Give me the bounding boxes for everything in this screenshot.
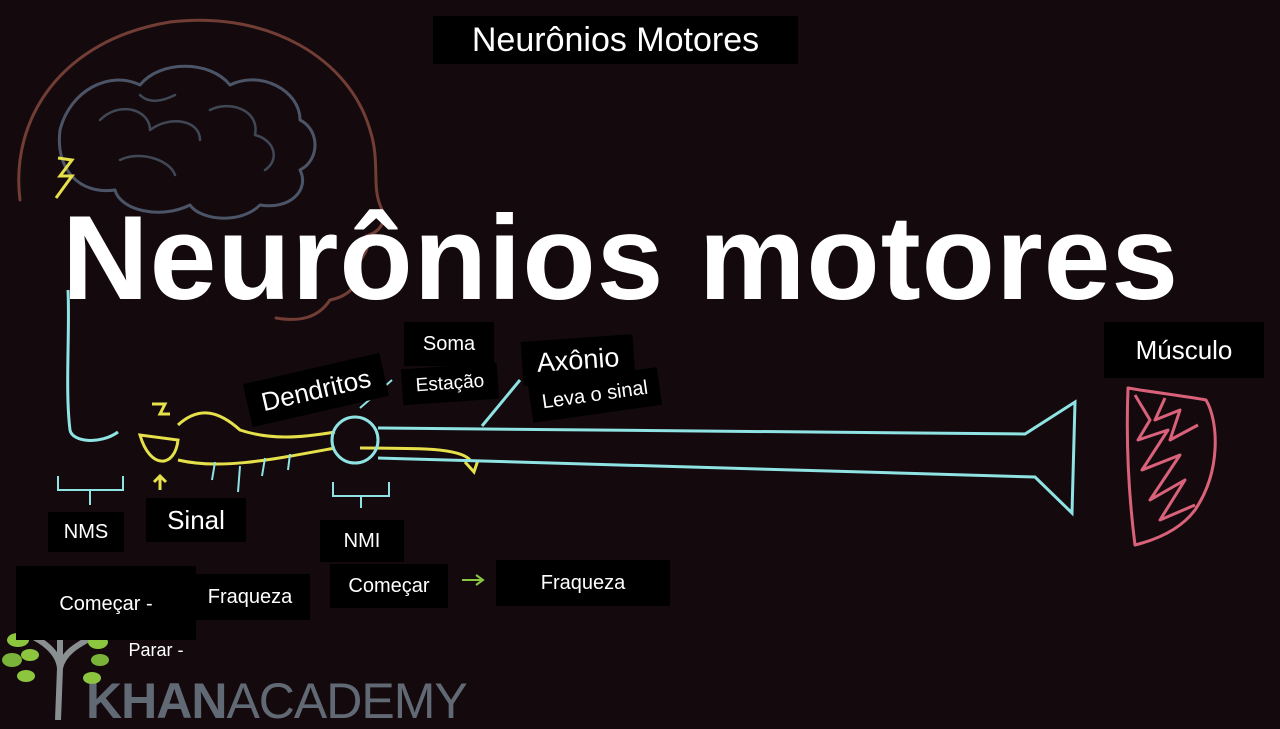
khan-academy-wordmark: KHANACADEMY	[86, 673, 468, 729]
arrow-icon	[462, 574, 485, 586]
brain-drawing	[17, 18, 385, 321]
label-nms: NMS	[48, 512, 124, 552]
brand-light: ACADEMY	[226, 673, 467, 729]
label-nmi: NMI	[320, 520, 404, 562]
nmi-bracket	[332, 482, 390, 508]
head-outline	[17, 18, 385, 321]
page-title: Neurônios Motores	[433, 16, 798, 64]
soma-circle	[330, 415, 380, 465]
label-soma: Soma	[404, 322, 494, 366]
label-sinal: Sinal	[146, 498, 246, 542]
label-parar: Parar -	[128, 639, 184, 660]
label-fraqueza-left: Fraqueza	[190, 574, 310, 620]
label-estacao: Estação	[400, 362, 500, 406]
lower-motor-neuron-dendrites	[137, 402, 480, 490]
label-comecar-right: Começar	[330, 564, 448, 608]
label-comecar-left: Começar -	[16, 566, 196, 640]
main-title: Neurônios motores	[62, 191, 1180, 325]
lower-motor-neuron-axon	[377, 379, 1077, 517]
dendrite-spikes	[211, 453, 291, 493]
upper-motor-neuron-axon	[66, 289, 119, 442]
label-musculo: Músculo	[1104, 322, 1264, 378]
label-fraqueza-right: Fraqueza	[496, 560, 670, 606]
brain-folds	[57, 64, 317, 220]
lightning-bolt-icon	[54, 156, 75, 199]
brackets	[57, 476, 390, 508]
nms-bracket	[57, 476, 124, 505]
brand-bold: KHAN	[86, 673, 227, 729]
muscle-drawing	[1125, 386, 1217, 547]
